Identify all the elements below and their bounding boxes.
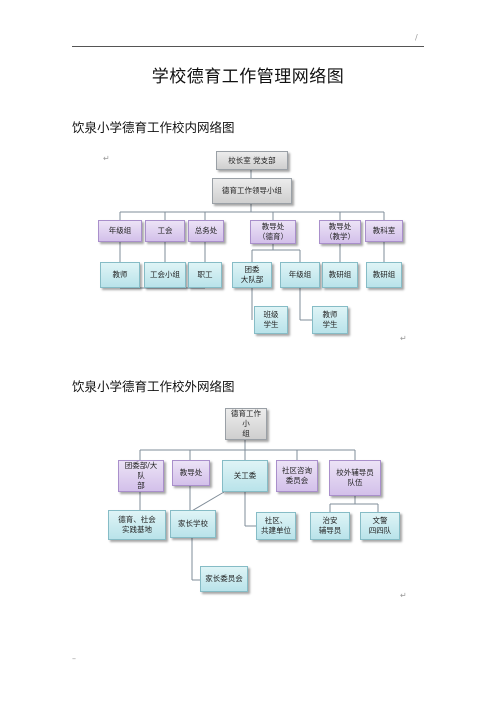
node-league-brigade-dept: 团委部/大队 部	[118, 460, 164, 492]
node-teaching-research-1: 教研组	[322, 262, 358, 288]
node-general-affairs: 总务处	[188, 220, 224, 242]
header-rule	[72, 46, 424, 47]
node-teacher-students: 教师 学生	[312, 306, 348, 334]
para-mark: ↵	[400, 334, 407, 343]
node-union-team: 工会小组	[144, 262, 186, 288]
node-class-students: 班级 学生	[254, 306, 288, 334]
node-police-team: 文警 四四队	[360, 512, 400, 540]
node-union: 工会	[145, 220, 185, 242]
node-teachers: 教师	[100, 262, 140, 288]
node-practice-base: 德育、社会 实践基地	[108, 510, 166, 540]
section-title-external: 饮泉小学德育工作校外网络图	[72, 379, 235, 394]
node-staff: 职工	[188, 262, 222, 288]
para-mark: ↵	[103, 154, 110, 163]
node-community-consult: 社区咨询 委员会	[276, 460, 318, 492]
node-league-brigade: 团委 大队部	[232, 262, 272, 288]
node-moral-work-group: 德育工作小 组	[225, 408, 267, 440]
node-security-counselor: 治安 辅导员	[310, 512, 350, 540]
node-dean-teaching: 教导处 （教学）	[319, 220, 361, 244]
node-parent-school: 家长学校	[170, 510, 216, 538]
node-principal-party: 校长室 党支部	[216, 151, 288, 170]
footer-mark: –	[72, 654, 76, 663]
section-title-internal: 饮泉小学德育工作校内网络图	[72, 120, 235, 135]
page-title: 学校德育工作管理网络图	[151, 67, 345, 87]
node-dean-moral: 教导处 （德育）	[250, 220, 296, 244]
node-external-counselors: 校外辅导员 队伍	[329, 460, 381, 496]
node-teaching-research-2: 教研组	[366, 262, 402, 288]
node-parent-committee: 家长委员会	[200, 566, 248, 592]
node-grade-group: 年级组	[98, 220, 142, 242]
para-mark: ↵	[400, 591, 407, 600]
node-research-office: 教科室	[365, 220, 403, 242]
node-moral-leading-group: 德育工作领导小组	[212, 178, 292, 204]
node-care-committee: 关工委	[222, 460, 268, 492]
node-grade-team: 年级组	[280, 262, 320, 288]
header-page-mark: /	[415, 33, 418, 42]
node-dean-office: 教导处	[172, 460, 210, 486]
node-community-units: 社区、 共建单位	[256, 512, 296, 540]
